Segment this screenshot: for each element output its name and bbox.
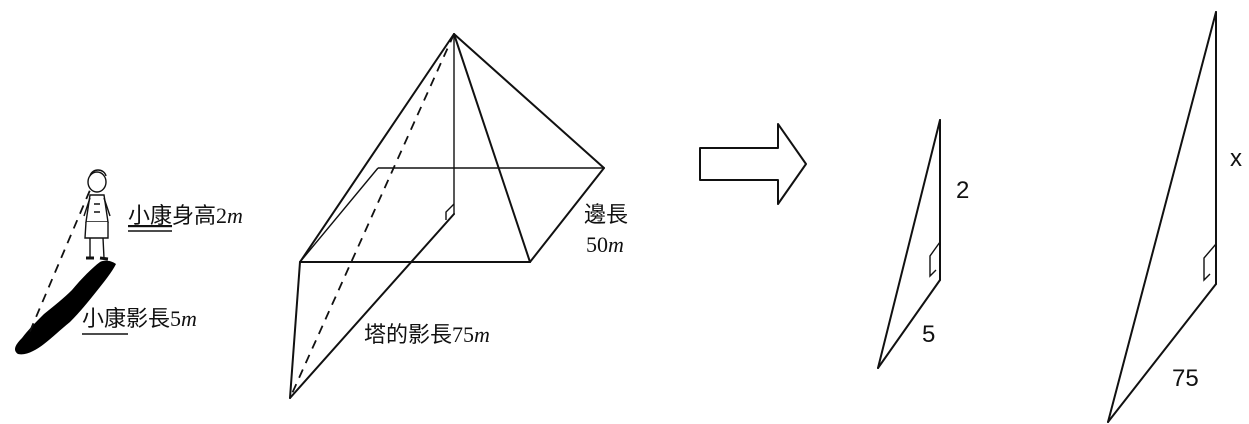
large-height-label: x — [1230, 145, 1242, 172]
pyramid-base-left-back — [299, 167, 379, 263]
right-arrow-icon — [699, 123, 807, 205]
large-triangle: x 75 — [1107, 11, 1242, 423]
large-triangle-hypotenuse — [1107, 11, 1217, 423]
large-shadow-label: 75 — [1172, 365, 1199, 392]
pyramid-base-right — [529, 167, 605, 263]
child-height-label: 小康身高2m — [128, 203, 243, 228]
pyramid-right-angle-mark — [445, 203, 455, 220]
pyramid-edge-back-right — [453, 33, 605, 169]
pyramid-shadow-left — [289, 261, 301, 399]
pyramid-edge-left — [299, 33, 455, 263]
pyramid-side-length: 50m — [586, 232, 624, 257]
sun-ray-dashed — [27, 175, 97, 337]
child-scene: 小康身高2m 小康影長5m — [15, 169, 243, 355]
large-right-angle-mark — [1203, 243, 1217, 282]
large-triangle-shadow — [1107, 283, 1217, 423]
pyramid-edge-front-right — [453, 33, 531, 263]
child-figure-icon — [83, 169, 111, 261]
child-shadow-label: 小康影長5m — [82, 306, 197, 331]
small-triangle-hypotenuse — [877, 119, 941, 369]
pyramid-scene: 邊長 50m 塔的影長75m — [289, 33, 628, 399]
pyramid-side-label: 邊長 — [584, 202, 628, 227]
small-triangle-shadow — [877, 279, 941, 369]
pyramid-shadow-label: 塔的影長75m — [364, 322, 490, 347]
pyramid-sun-ray-dashed — [289, 33, 455, 399]
small-height-label: 2 — [956, 177, 969, 204]
pyramid-shadow-right — [289, 213, 455, 399]
small-triangle: 2 5 — [877, 119, 969, 369]
child-shadow — [15, 260, 116, 355]
small-shadow-label: 5 — [922, 321, 935, 348]
small-right-angle-mark — [929, 241, 941, 278]
